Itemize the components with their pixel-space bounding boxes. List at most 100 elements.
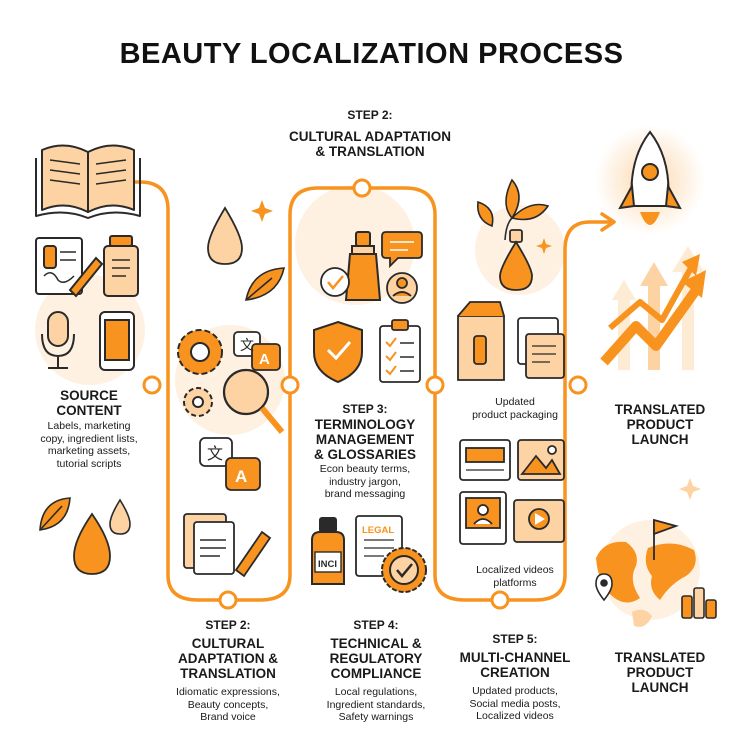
top-step-label: STEP 2: <box>347 108 393 122</box>
ingredient-bottle-icon <box>311 517 345 585</box>
web-page-icon <box>459 439 511 481</box>
sparkle-small-icon <box>536 238 552 254</box>
source-body-line3: marketing assets, <box>47 445 131 457</box>
translate-bubble-icon <box>233 331 281 371</box>
shield-check-icon <box>313 320 363 384</box>
video-player-icon <box>513 499 565 543</box>
translate-zh-glyph: 文 <box>240 338 254 354</box>
step5-body-line2: Social media posts, <box>469 697 561 710</box>
step2-label: STEP 2: <box>205 618 251 632</box>
flow-nodes <box>142 178 588 610</box>
step4-label: STEP 4: <box>353 618 399 632</box>
step3-block: STEP 3: TERMINOLOGY MANAGEMENT & GLOSSAR… <box>300 402 430 501</box>
step5-body-line1: Updated products, <box>472 685 558 697</box>
social-profile-icon <box>459 491 507 545</box>
packaging-caption: Updated product packaging <box>440 396 590 421</box>
ingredient-jar-icon <box>103 235 139 297</box>
flow-arrowhead <box>600 212 616 232</box>
approval-seal-icon <box>381 547 427 593</box>
node-step3b <box>425 375 445 395</box>
source-heading-line2: CONTENT <box>56 403 122 418</box>
product-box-icon <box>457 301 505 381</box>
node-step3 <box>352 178 372 198</box>
source-body-line1: Labels, marketing <box>47 420 131 432</box>
oil-drop-small-icon <box>109 498 131 535</box>
dropper-bottle-icon <box>499 229 533 291</box>
node-step5 <box>490 590 510 610</box>
location-pin-icon <box>595 573 613 602</box>
source-content-block: SOURCE CONTENT Labels, marketing copy, i… <box>14 388 164 470</box>
step2-body-line1: Idiomatic expressions, <box>176 686 280 698</box>
page-title: BEAUTY LOCALIZATION PROCESS <box>119 38 624 70</box>
step2-block: STEP 2: CULTURAL ADAPTATION & TRANSLATIO… <box>148 618 308 724</box>
step2-body-line2: Beauty concepts, <box>187 698 269 711</box>
launch-top-line2: PRODUCT <box>626 417 694 432</box>
translate-zh-glyph-2: 文 <box>207 444 223 463</box>
launch-top-block: TRANSLATED PRODUCT LAUNCH <box>590 402 730 447</box>
step2-body-line3: Brand voice <box>200 711 256 723</box>
node-source <box>142 375 162 395</box>
videos-caption: Localized videos platforms <box>440 564 590 589</box>
node-launch <box>568 375 588 395</box>
videos-line2: platforms <box>493 576 537 589</box>
top-step-heading-line1: CULTURAL ADAPTATION <box>289 129 451 144</box>
translate-chat-icon <box>199 437 261 491</box>
source-body-line4: tutorial scripts <box>56 457 122 470</box>
step4-heading-line2: REGULATORY <box>329 651 423 666</box>
step2-heading-line3: TRANSLATION <box>180 666 276 681</box>
packaging-line1: Updated <box>495 396 535 408</box>
step3-body-line3: brand messaging <box>324 488 406 500</box>
inci-label: INCI <box>318 559 337 570</box>
growth-chart-icon <box>600 246 706 370</box>
videos-line1: Localized videos <box>476 564 554 576</box>
top-step-heading: CULTURAL ADAPTATION & TRANSLATION <box>240 129 500 159</box>
launch-bottom-line3: LAUNCH <box>631 680 689 695</box>
step4-body-line2: Ingredient standards, <box>326 698 426 711</box>
step3-body-line2: industry jargon, <box>329 475 401 488</box>
legal-label: LEGAL <box>362 525 394 536</box>
checklist-clipboard-icon <box>379 319 421 383</box>
user-avatar-icon <box>386 272 418 304</box>
chat-bubble-icon <box>381 231 423 269</box>
launch-bottom-block: TRANSLATED PRODUCT LAUNCH <box>590 650 730 695</box>
packaging-docs-icon <box>517 317 565 379</box>
image-gallery-icon <box>517 439 565 481</box>
checkmark-circle-icon <box>320 267 350 297</box>
step4-heading-line3: COMPLIANCE <box>330 666 422 681</box>
step4-heading-line1: TECHNICAL & <box>330 636 422 651</box>
leaf-decoration-icon <box>39 497 71 531</box>
sparkle-icon <box>251 200 273 222</box>
node-step2b <box>280 375 300 395</box>
sparkle-launch-icon <box>679 478 701 500</box>
gears-icon <box>177 329 223 417</box>
oil-drop-icon <box>207 206 243 265</box>
step3-heading-line3: & GLOSSARIES <box>313 447 416 462</box>
step3-body-line1: Econ beauty terms, <box>319 463 411 475</box>
world-map-icon <box>596 541 696 627</box>
product-bottles-icon <box>681 587 717 619</box>
step3-heading-line1: TERMINOLOGY <box>314 417 416 432</box>
step5-heading-line2: CREATION <box>480 665 550 680</box>
open-book-icon <box>35 144 141 219</box>
top-step-heading-line2: & TRANSLATION <box>315 144 425 159</box>
microphone-icon <box>41 311 75 369</box>
document-edit-icon <box>183 513 272 578</box>
leaf-icon <box>244 267 286 301</box>
step5-block: STEP 5: MULTI-CHANNEL CREATION Updated p… <box>440 632 590 723</box>
smartphone-icon <box>99 311 135 371</box>
magnifier-icon <box>222 368 285 434</box>
flag-icon <box>653 518 679 560</box>
translate-a-glyph-2: A <box>235 467 247 486</box>
step2-heading-line1: CULTURAL <box>191 636 265 651</box>
document-signature-icon <box>35 237 104 298</box>
translate-a-glyph: A <box>259 351 270 368</box>
step4-body-line1: Local regulations, <box>334 686 418 698</box>
source-heading-line1: SOURCE <box>60 388 118 403</box>
launch-top-line1: TRANSLATED <box>614 402 706 417</box>
step5-body-line3: Localized videos <box>476 710 554 722</box>
rocket-icon <box>618 130 682 225</box>
branch-leaves-icon <box>476 178 550 241</box>
step5-heading-line1: MULTI-CHANNEL <box>459 650 571 665</box>
step4-block: STEP 4: TECHNICAL & REGULATORY COMPLIANC… <box>296 618 456 724</box>
